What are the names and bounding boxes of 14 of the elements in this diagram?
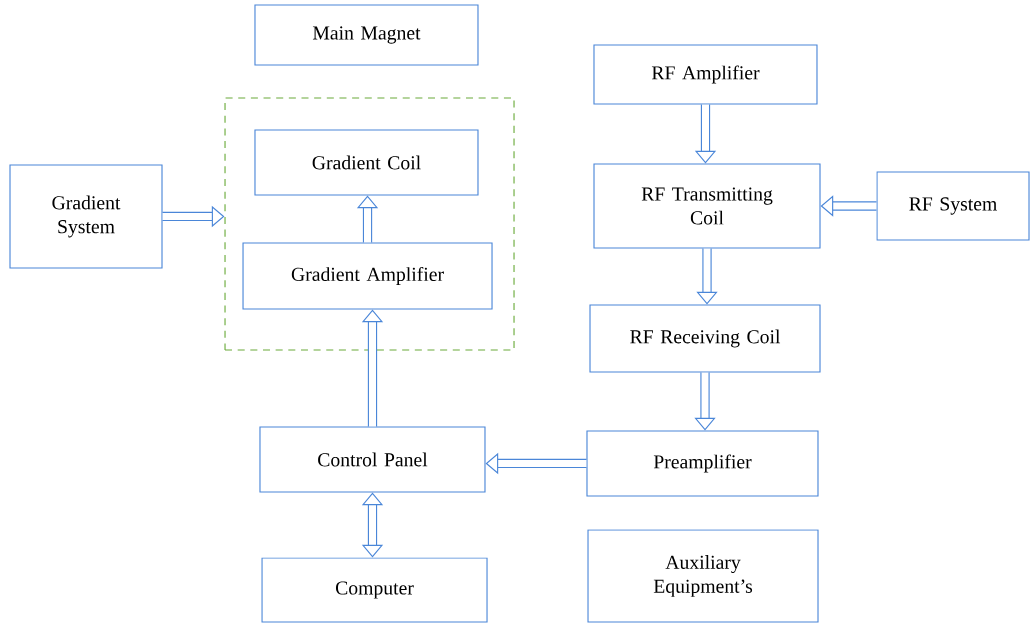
- process-box: Auxiliary Equipment’s: [587, 529, 819, 623]
- process-box: RF System: [876, 171, 1030, 241]
- process-box: Gradient System: [9, 164, 163, 269]
- process-box: Gradient Amplifier: [242, 242, 493, 310]
- process-box: RF Receiving Coil: [589, 304, 821, 373]
- dashed-group-box: [224, 97, 515, 351]
- process-box: Control Panel: [259, 426, 486, 493]
- process-box: Preamplifier: [586, 430, 819, 497]
- process-box: Gradient Coil: [254, 129, 479, 196]
- process-box: Main Magnet: [254, 4, 479, 66]
- process-box: Computer: [261, 557, 488, 623]
- block-arrow: [361, 492, 384, 558]
- process-box: RF Transmitting Coil: [593, 163, 821, 249]
- process-box: RF Amplifier: [593, 44, 818, 105]
